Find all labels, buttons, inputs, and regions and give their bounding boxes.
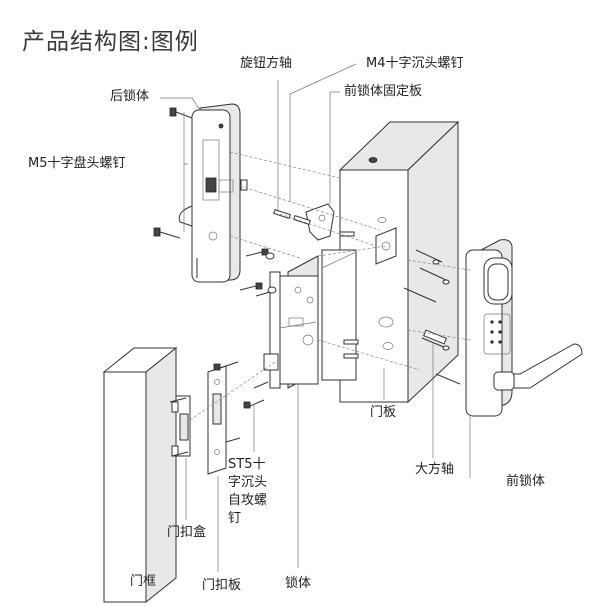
door-panel	[338, 120, 460, 404]
label-rear-lock-body: 后锁体	[110, 89, 150, 104]
page-title: 产品结构图:图例	[22, 29, 199, 55]
rear-lock-body	[178, 103, 248, 283]
door-frame	[102, 346, 178, 604]
label-strike-plate: 门扣板	[202, 578, 242, 593]
screws	[153, 107, 461, 457]
label-m5-screw: M5十字盘头螺钉	[28, 156, 126, 171]
label-lock-body: 锁体	[285, 576, 312, 591]
label-door-frame: 门框	[130, 574, 157, 589]
label-front-lock-body: 前锁体	[506, 474, 546, 489]
label-st5-screw: ST5十字沉头自攻螺钉	[228, 457, 268, 526]
leader-lines	[160, 63, 471, 572]
label-knob-spindle: 旋钮方轴	[240, 56, 293, 71]
front-lock-body	[465, 239, 583, 417]
label-m4-screw: M4十字沉头螺钉	[366, 56, 464, 71]
label-front-fixing-plate: 前锁体固定板	[344, 84, 423, 99]
alignment-lines	[189, 151, 471, 421]
label-large-spindle: 大方轴	[415, 462, 455, 477]
strike-box	[171, 395, 191, 457]
label-door-panel: 门板	[370, 405, 397, 420]
door-mount-plate	[375, 217, 397, 350]
label-strike-box: 门扣盒	[167, 525, 207, 540]
lock-body	[263, 249, 357, 389]
strike-plate	[207, 365, 227, 475]
